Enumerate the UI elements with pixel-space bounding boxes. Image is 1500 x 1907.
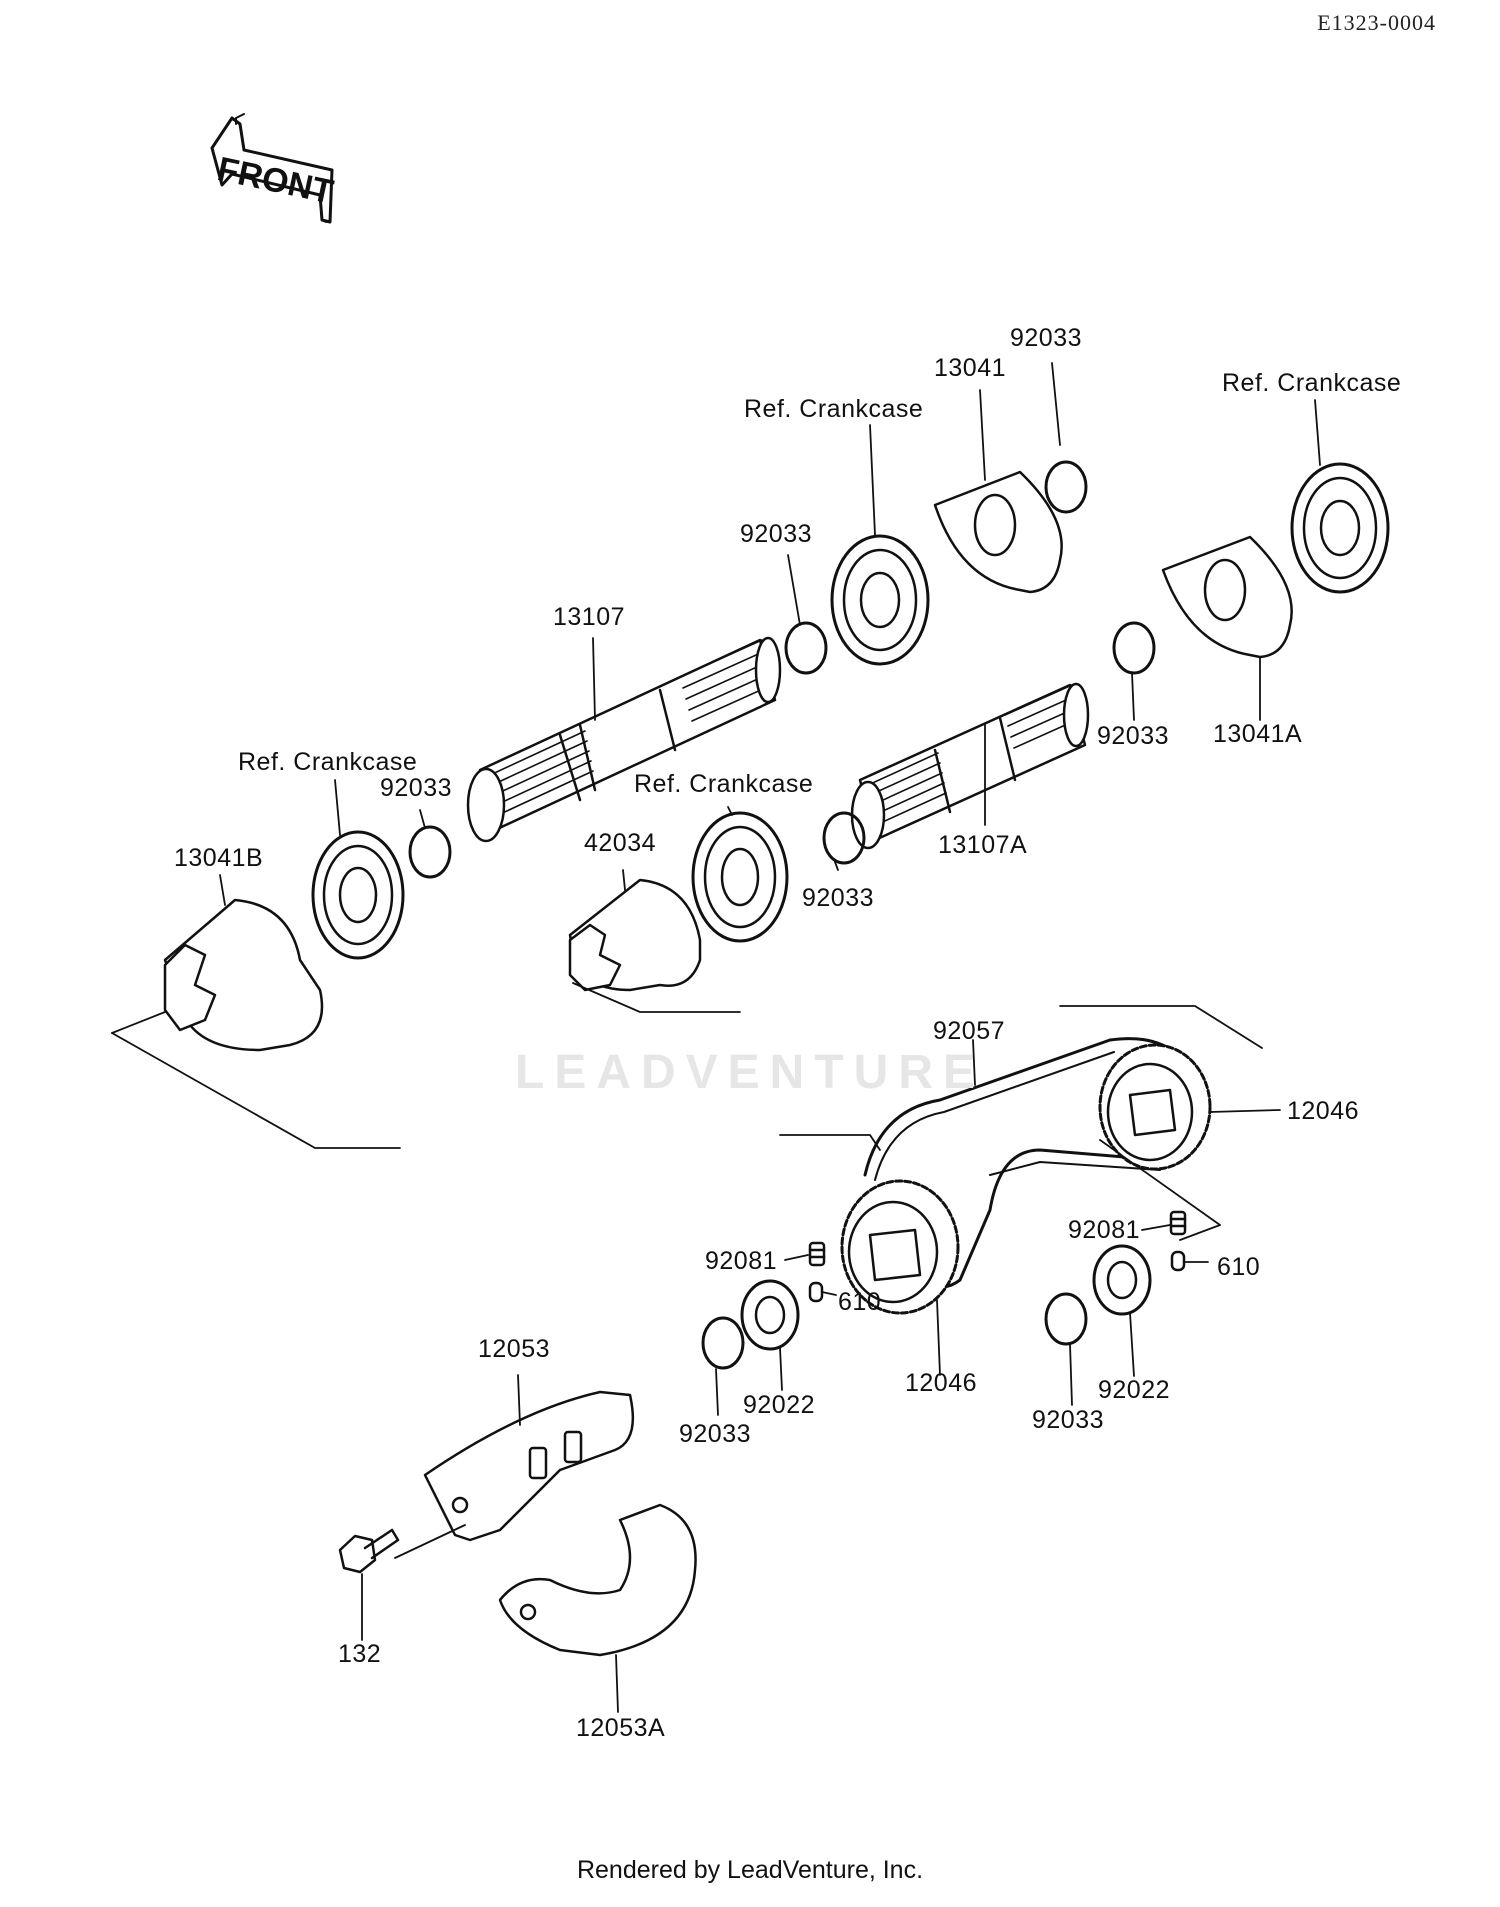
label-42034: 42034 [584, 829, 657, 857]
watermark: LEADVENTURE [514, 1046, 986, 1099]
label-92033-a: 92033 [740, 520, 813, 548]
label-92022-left: 92022 [743, 1391, 816, 1419]
label-92057: 92057 [933, 1017, 1006, 1045]
label-92033-f: 92033 [1032, 1406, 1105, 1434]
label-92033-d: 92033 [1097, 722, 1170, 750]
label-92033-b: 92033 [380, 774, 453, 802]
label-13107A: 13107A [938, 831, 1028, 859]
label-610-right: 610 [1217, 1253, 1261, 1281]
shaft-13107 [466, 636, 782, 843]
bearing-right [1290, 462, 1390, 594]
label-12046-right: 12046 [1287, 1097, 1360, 1125]
cam-13041A [1161, 535, 1293, 659]
washer-92022 [740, 1244, 1152, 1351]
label-ref-crankcase-right: Ref. Crankcase [1222, 369, 1402, 397]
label-12053A: 12053A [576, 1714, 666, 1742]
leader-lines [111, 362, 1321, 1713]
circlip-ring [408, 460, 1156, 1370]
sprocket-right [1098, 1043, 1212, 1171]
label-92081-left: 92081 [705, 1247, 778, 1275]
bolt-132 [338, 1528, 400, 1574]
label-13107: 13107 [553, 603, 626, 631]
sprocket-left [840, 1179, 960, 1315]
label-12053: 12053 [478, 1335, 551, 1363]
hub-42034 [568, 878, 702, 992]
label-ref-crankcase-left: Ref. Crankcase [238, 748, 418, 776]
label-12046-bottom: 12046 [905, 1369, 978, 1397]
footer-credit: Rendered by LeadVenture, Inc. [576, 1856, 924, 1884]
chain-guide-12053A [498, 1503, 697, 1657]
label-92022-right: 92022 [1098, 1376, 1171, 1404]
bearing-mid [691, 811, 789, 943]
bearing-upper [830, 534, 930, 666]
label-92033-top: 92033 [1010, 324, 1083, 352]
label-92081-right: 92081 [1068, 1216, 1141, 1244]
label-13041B: 13041B [174, 844, 264, 872]
label-610-left: 610 [838, 1288, 882, 1316]
cam-13041 [933, 470, 1063, 594]
hub-13041B [163, 898, 324, 1052]
label-132: 132 [338, 1640, 382, 1668]
diagram-code: E1323-0004 [1317, 10, 1436, 35]
label-13041A: 13041A [1213, 720, 1303, 748]
bearing-left [311, 830, 405, 960]
label-13041: 13041 [934, 354, 1007, 382]
front-arrow-icon [210, 113, 334, 224]
label-ref-crankcase-mid: Ref. Crankcase [634, 770, 814, 798]
label-ref-crankcase-upper: Ref. Crankcase [744, 395, 924, 423]
spring-and-pin [808, 1210, 1187, 1303]
chain-guide-12053 [423, 1390, 635, 1542]
label-92033-e: 92033 [679, 1420, 752, 1448]
label-92033-c: 92033 [802, 884, 875, 912]
shaft-13107A [850, 682, 1090, 850]
